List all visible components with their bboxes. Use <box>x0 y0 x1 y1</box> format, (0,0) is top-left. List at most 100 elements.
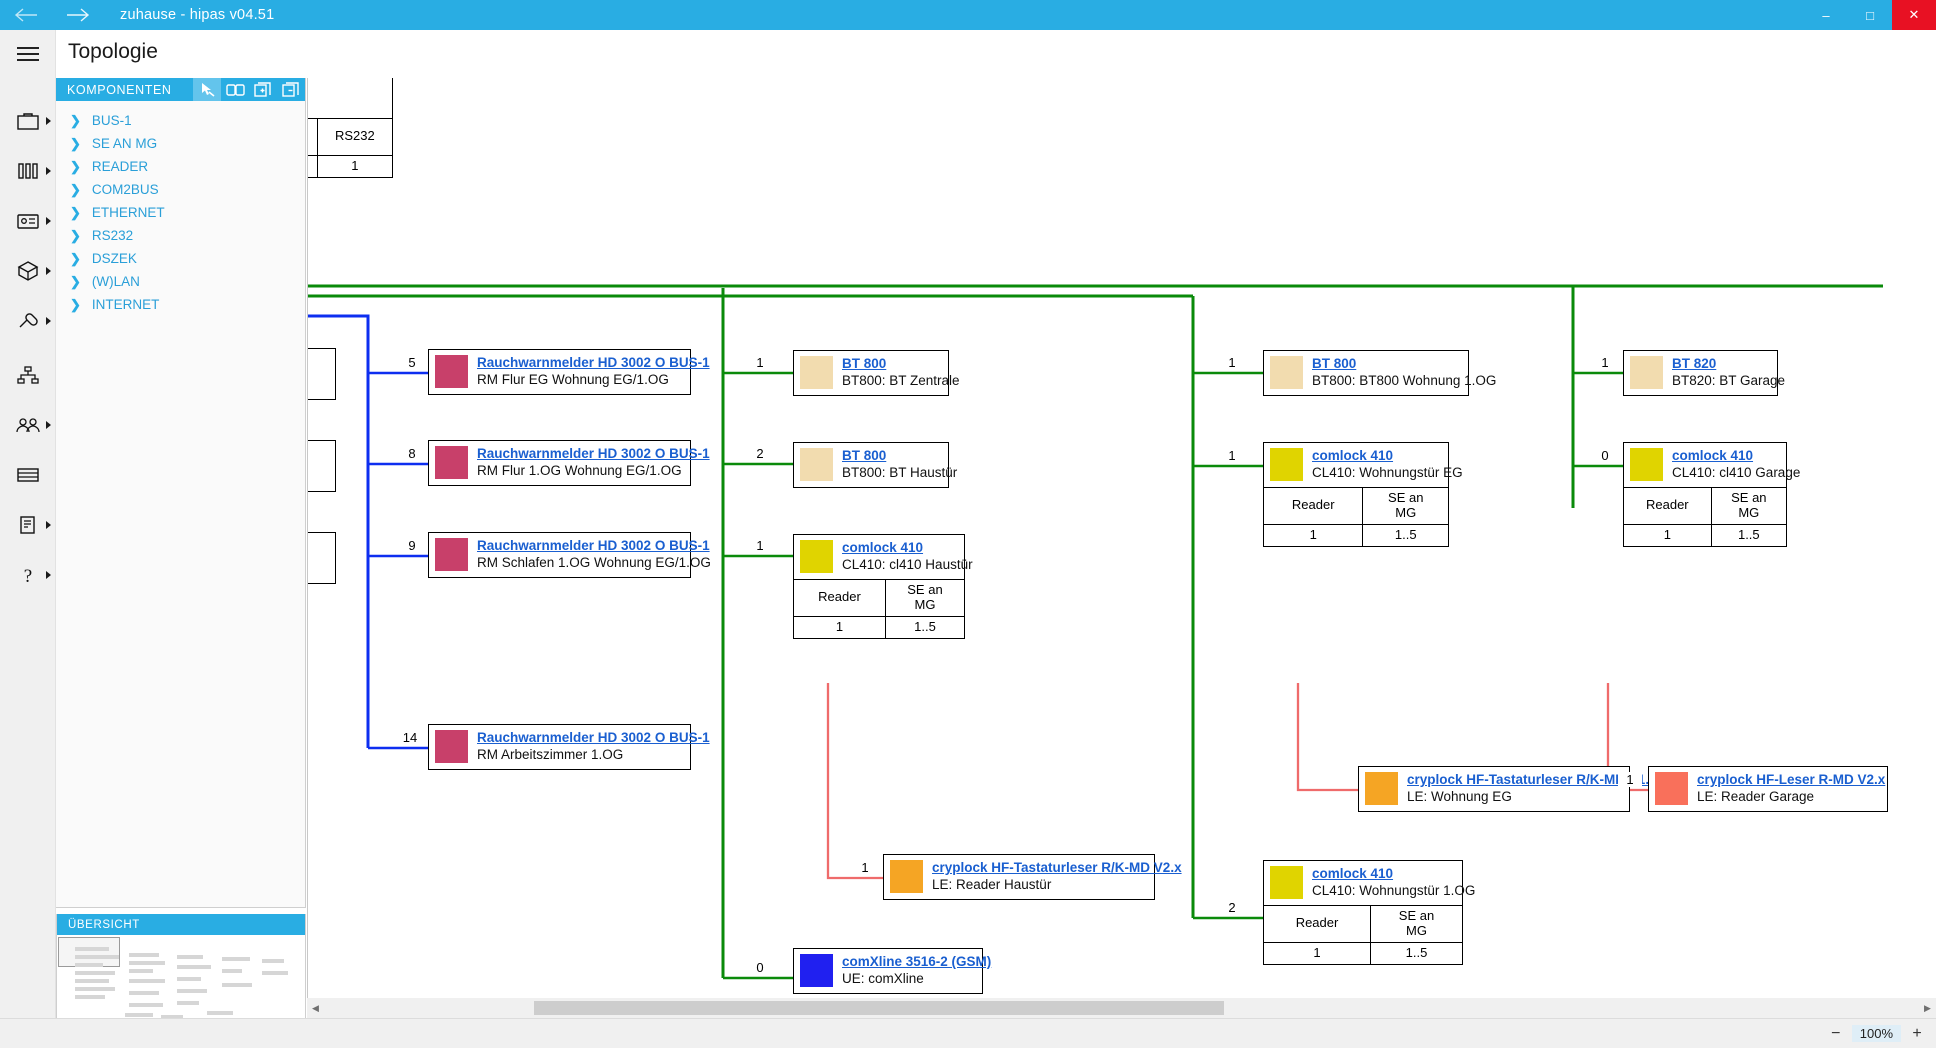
node-cryplock-haustuer[interactable]: cryplock HF-Tastaturleser R/K-MD V2.x LE… <box>883 854 1182 900</box>
node-comlock-wohnung-1og[interactable]: comlock 410 CL410: Wohnungstür 1.OG Read… <box>1263 860 1475 965</box>
columns-icon[interactable] <box>0 146 56 196</box>
list-icon[interactable] <box>0 450 56 500</box>
node-cryplock-haustuer-link[interactable]: cryplock HF-Tastaturleser R/K-MD V2.x <box>932 860 1182 875</box>
zoom-control: − 100% + <box>1829 1025 1936 1043</box>
node-rm3[interactable]: Rauchwarnmelder HD 3002 O BUS-1 RM Schla… <box>428 532 711 578</box>
node-rm4-sub: RM Arbeitszimmer 1.OG <box>477 746 624 762</box>
node-cryplock-wohnung-link[interactable]: cryplock HF-Tastaturleser R/K-MD V1.x <box>1407 772 1657 787</box>
chevron-right-icon <box>46 167 51 175</box>
minimize-button[interactable]: – <box>1822 7 1830 23</box>
node-bt800-wohnung-link[interactable]: BT 800 <box>1312 356 1357 371</box>
node-comlock-haustuer-link[interactable]: comlock 410 <box>842 540 924 555</box>
node-rm3-link[interactable]: Rauchwarnmelder HD 3002 O BUS-1 <box>477 538 710 553</box>
network-icon[interactable] <box>0 350 56 400</box>
chevron-right-icon[interactable]: ❯ <box>70 135 81 151</box>
node-comlock-haustuer[interactable]: comlock 410 CL410: cl410 Haustür Reader … <box>793 534 973 639</box>
tree-item-internet[interactable]: ❯INTERNET <box>56 293 305 316</box>
chevron-right-icon[interactable]: ❯ <box>70 181 81 197</box>
node-cryplock-garage[interactable]: cryplock HF-Leser R-MD V2.x LE: Reader G… <box>1648 766 1888 812</box>
tree-item-se-an-mg[interactable]: ❯SE AN MG <box>56 132 305 155</box>
hamburger-icon[interactable] <box>0 30 56 78</box>
node-bt800-wohnung[interactable]: BT 800 BT800: BT800 Wohnung 1.OG <box>1263 350 1496 396</box>
scrollbar-track[interactable] <box>324 998 1919 1018</box>
collapse-all-icon[interactable] <box>277 78 305 101</box>
node-comlock-wohnung-eg-link[interactable]: comlock 410 <box>1312 448 1394 463</box>
node-rm2[interactable]: Rauchwarnmelder HD 3002 O BUS-1 RM Flur … <box>428 440 710 486</box>
node-comxline-link[interactable]: comXline 3516-2 (GSM) <box>842 954 992 969</box>
clipped-node[interactable]: tc.) Ether-net RS232 1 1 <box>308 78 393 178</box>
bus-stub-3-sub: OG <box>308 554 335 569</box>
node-cryplock-wohnung[interactable]: cryplock HF-Tastaturleser R/K-MD V1.x LE… <box>1358 766 1657 812</box>
node-cryplock-garage-link[interactable]: cryplock HF-Leser R-MD V2.x <box>1697 772 1886 787</box>
scroll-right-arrow-icon[interactable]: ▶ <box>1924 1002 1931 1013</box>
horizontal-scrollbar[interactable]: ◀ ▶ <box>307 998 1936 1018</box>
node-bt800-haustuer-link[interactable]: BT 800 <box>842 448 887 463</box>
bus-stub-1[interactable]: BUS <box>308 348 336 400</box>
tree-item-bus-1[interactable]: ❯ BUS-1 <box>56 109 305 132</box>
topology-canvas-wrapper[interactable]: tc.) Ether-net RS232 1 1 BUS BUS 3 BUS O… <box>307 78 1936 998</box>
node-rm2-sub: RM Flur 1.OG Wohnung EG/1.OG <box>477 462 682 478</box>
chevron-right-icon <box>46 521 51 529</box>
zoom-out-button[interactable]: − <box>1831 1024 1841 1042</box>
node-bt820-garage-link[interactable]: BT 820 <box>1672 356 1717 371</box>
plug-icon[interactable] <box>0 296 56 346</box>
node-bt800-zentrale[interactable]: BT 800 BT800: BT Zentrale <box>793 350 960 396</box>
expand-all-icon[interactable] <box>249 78 277 101</box>
node-rm4-link[interactable]: Rauchwarnmelder HD 3002 O BUS-1 <box>477 730 710 745</box>
box-icon[interactable] <box>0 246 56 296</box>
chevron-right-icon[interactable]: ❯ <box>70 296 81 312</box>
scrollbar-thumb[interactable] <box>534 1001 1224 1015</box>
node-comlock-haustuer-swatch <box>800 540 833 573</box>
tree-item-reader[interactable]: ❯READER <box>56 155 305 178</box>
node-bt820-garage[interactable]: BT 820 BT820: BT Garage <box>1623 350 1785 396</box>
node-comlock-wohnung-eg[interactable]: comlock 410 CL410: Wohnungstür EG Reader… <box>1263 442 1463 547</box>
forward-icon[interactable] <box>52 0 104 30</box>
overview-canvas[interactable] <box>57 935 305 1031</box>
bus-stub-3[interactable]: BUS OG <box>308 532 336 584</box>
report-icon[interactable] <box>0 500 56 550</box>
node-rm2-link[interactable]: Rauchwarnmelder HD 3002 O BUS-1 <box>477 446 710 461</box>
bus-stub-2[interactable]: BUS 3 <box>308 440 336 492</box>
chevron-right-icon[interactable]: ❯ <box>70 158 81 174</box>
node-comlock-garage[interactable]: comlock 410 CL410: cl410 Garage Reader S… <box>1623 442 1800 547</box>
port-label-cl410b: 1 <box>1220 448 1244 463</box>
users-icon[interactable] <box>0 400 56 450</box>
tree-item-label: BUS-1 <box>91 113 132 128</box>
zoom-value[interactable]: 100% <box>1851 1025 1901 1042</box>
tree-item-w-lan[interactable]: ❯(W)LAN <box>56 270 305 293</box>
node-comlock-wohnung-eg-sub: CL410: Wohnungstür EG <box>1312 464 1463 480</box>
tree-item-dszek[interactable]: ❯DSZEK <box>56 247 305 270</box>
tree-item-ethernet[interactable]: ❯ETHERNET <box>56 201 305 224</box>
node-bt800-haustuer[interactable]: BT 800 BT800: BT Haustür <box>793 442 957 488</box>
back-icon[interactable] <box>0 0 52 30</box>
tree-item-com2bus[interactable]: ❯COM2BUS <box>56 178 305 201</box>
chevron-right-icon[interactable]: ❯ <box>70 250 81 266</box>
clipped-node-val-1: 1 <box>316 154 392 177</box>
zoom-in-button[interactable]: + <box>1912 1024 1922 1042</box>
briefcase-icon[interactable] <box>0 96 56 146</box>
node-cryplock-garage-swatch <box>1655 772 1688 805</box>
node-comxline[interactable]: comXline 3516-2 (GSM) UE: comXline <box>793 948 991 994</box>
tree-item-rs232[interactable]: ❯RS232 <box>56 224 305 247</box>
maximize-button[interactable]: □ <box>1866 7 1874 23</box>
topology-canvas[interactable]: tc.) Ether-net RS232 1 1 BUS BUS 3 BUS O… <box>308 78 1936 998</box>
id-card-icon[interactable] <box>0 196 56 246</box>
node-comlock-garage-link[interactable]: comlock 410 <box>1672 448 1754 463</box>
cursor-link-icon[interactable] <box>193 78 221 101</box>
node-rm1-link[interactable]: Rauchwarnmelder HD 3002 O BUS-1 <box>477 355 710 370</box>
node-rm4[interactable]: Rauchwarnmelder HD 3002 O BUS-1 RM Arbei… <box>428 724 710 770</box>
node-rm4-swatch <box>435 730 468 763</box>
node-comlock-wohnung-1og-link[interactable]: comlock 410 <box>1312 866 1394 881</box>
chevron-right-icon[interactable]: ❯ <box>70 204 81 220</box>
scroll-left-arrow-icon[interactable]: ◀ <box>312 1002 319 1013</box>
chevron-right-icon[interactable]: ❯ <box>70 273 81 289</box>
chevron-right-icon[interactable]: ❯ <box>70 227 81 243</box>
book-icon[interactable] <box>221 78 249 101</box>
close-button[interactable]: ✕ <box>1892 0 1936 30</box>
node-rm1[interactable]: Rauchwarnmelder HD 3002 O BUS-1 RM Flur … <box>428 349 710 395</box>
node-bt800-zentrale-link[interactable]: BT 800 <box>842 356 887 371</box>
port-label-rm3: 9 <box>400 538 424 553</box>
chevron-right-icon[interactable]: ❯ <box>70 112 81 128</box>
help-icon[interactable]: ? <box>0 550 56 600</box>
